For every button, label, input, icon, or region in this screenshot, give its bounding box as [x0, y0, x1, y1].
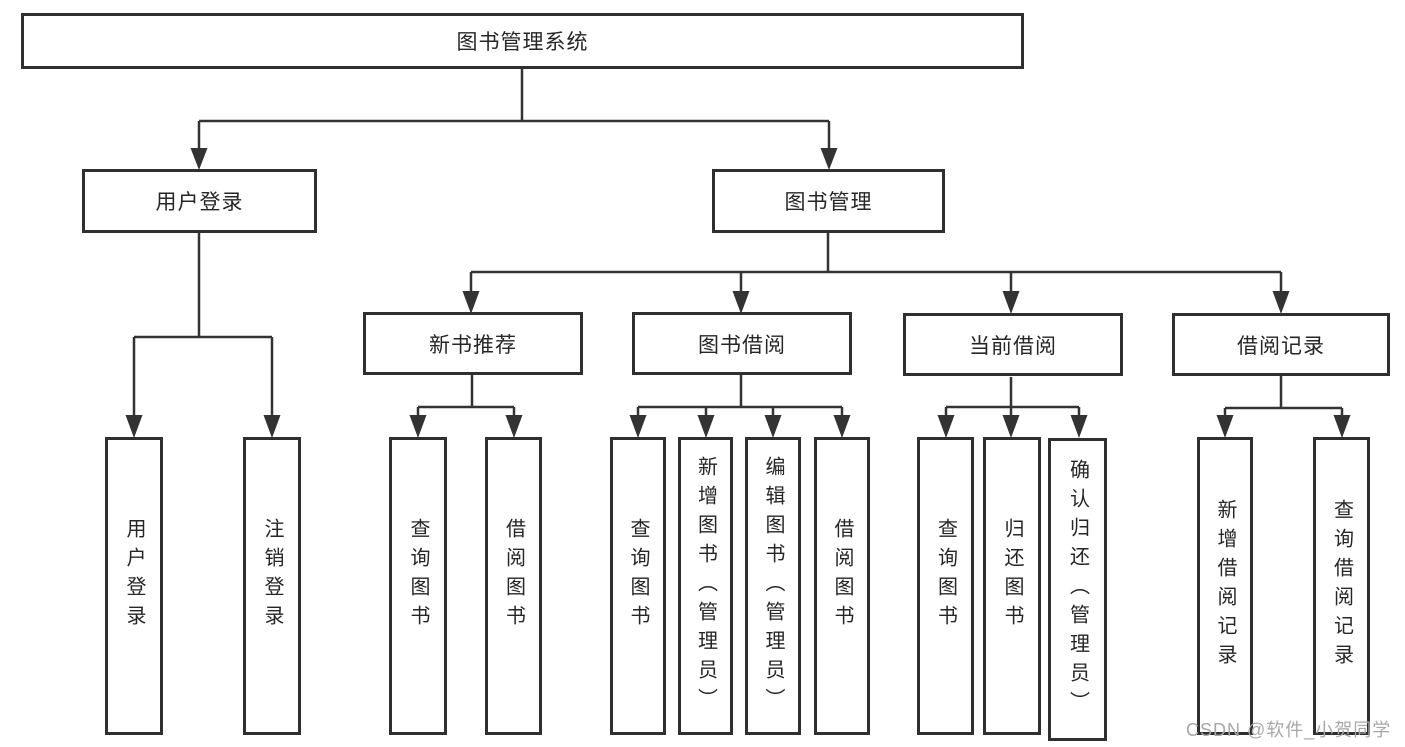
leaf-confirm-return-admin: 确认归还（管理员） — [1048, 438, 1107, 741]
leaf-edit-book-admin-label: 编辑图书（管理员） — [762, 455, 784, 717]
leaf-user-login: 用户登录 — [105, 437, 163, 735]
connector-new-book-recommend-to-leaves — [409, 375, 523, 438]
leaf-query-books-current-label: 查询图书 — [934, 518, 957, 634]
leaf-query-books-recommend: 查询图书 — [389, 437, 447, 735]
leaf-return-book: 归还图书 — [983, 437, 1041, 735]
connector-book-management-to-level3 — [462, 233, 1290, 314]
node-user-login-label: 用户登录 — [155, 191, 244, 214]
leaf-add-book-admin-label: 新增图书（管理员） — [694, 455, 717, 717]
leaf-borrow-books-borrow: 借阅图书 — [814, 437, 870, 735]
leaf-edit-book-admin: 编辑图书（管理员） — [745, 437, 801, 735]
leaf-query-books-recommend-label: 查询图书 — [407, 518, 429, 634]
leaf-query-borrow-record: 查询借阅记录 — [1313, 437, 1370, 735]
leaf-user-login-label: 用户登录 — [123, 518, 145, 634]
node-root-label: 图书管理系统 — [456, 31, 589, 54]
node-book-management-label: 图书管理 — [784, 191, 873, 214]
connector-user-login-to-leaves — [125, 233, 281, 438]
leaf-add-book-admin: 新增图书（管理员） — [678, 437, 733, 735]
node-current-borrow: 当前借阅 — [903, 313, 1123, 376]
connector-current-borrow-to-leaves — [937, 377, 1088, 438]
leaf-logout-label: 注销登录 — [261, 518, 283, 634]
node-book-borrow: 图书借阅 — [632, 312, 852, 375]
leaf-borrow-books-recommend: 借阅图书 — [485, 437, 542, 735]
node-current-borrow-label: 当前借阅 — [969, 334, 1057, 358]
node-new-book-recommend: 新书推荐 — [363, 312, 583, 375]
leaf-return-book-label: 归还图书 — [1001, 518, 1023, 634]
leaf-borrow-books-borrow-label: 借阅图书 — [831, 518, 853, 634]
leaf-query-books-current: 查询图书 — [917, 437, 974, 735]
connector-book-borrow-to-leaves — [629, 375, 851, 438]
connector-borrow-records-to-leaves — [1216, 376, 1351, 438]
leaf-add-borrow-record-label: 新增借阅记录 — [1214, 499, 1236, 673]
leaf-confirm-return-admin-label: 确认归还（管理员） — [1066, 459, 1089, 720]
node-root-system: 图书管理系统 — [21, 13, 1024, 69]
leaf-borrow-books-recommend-label: 借阅图书 — [502, 518, 525, 634]
node-new-book-recommend-label: 新书推荐 — [429, 333, 517, 357]
leaf-query-books-borrow: 查询图书 — [610, 437, 666, 735]
leaf-query-borrow-record-label: 查询借阅记录 — [1330, 499, 1353, 673]
node-book-management: 图书管理 — [712, 169, 945, 233]
leaf-query-books-borrow-label: 查询图书 — [627, 518, 649, 634]
node-borrow-records: 借阅记录 — [1172, 313, 1390, 376]
leaf-add-borrow-record: 新增借阅记录 — [1197, 437, 1253, 735]
leaf-logout: 注销登录 — [243, 437, 301, 735]
node-user-login: 用户登录 — [82, 169, 317, 233]
csdn-watermark: CSDN @软件_小贺同学 — [1186, 720, 1392, 740]
node-book-borrow-label: 图书借阅 — [698, 333, 786, 357]
connector-root-to-level2 — [190, 69, 838, 170]
node-borrow-records-label: 借阅记录 — [1237, 334, 1325, 358]
